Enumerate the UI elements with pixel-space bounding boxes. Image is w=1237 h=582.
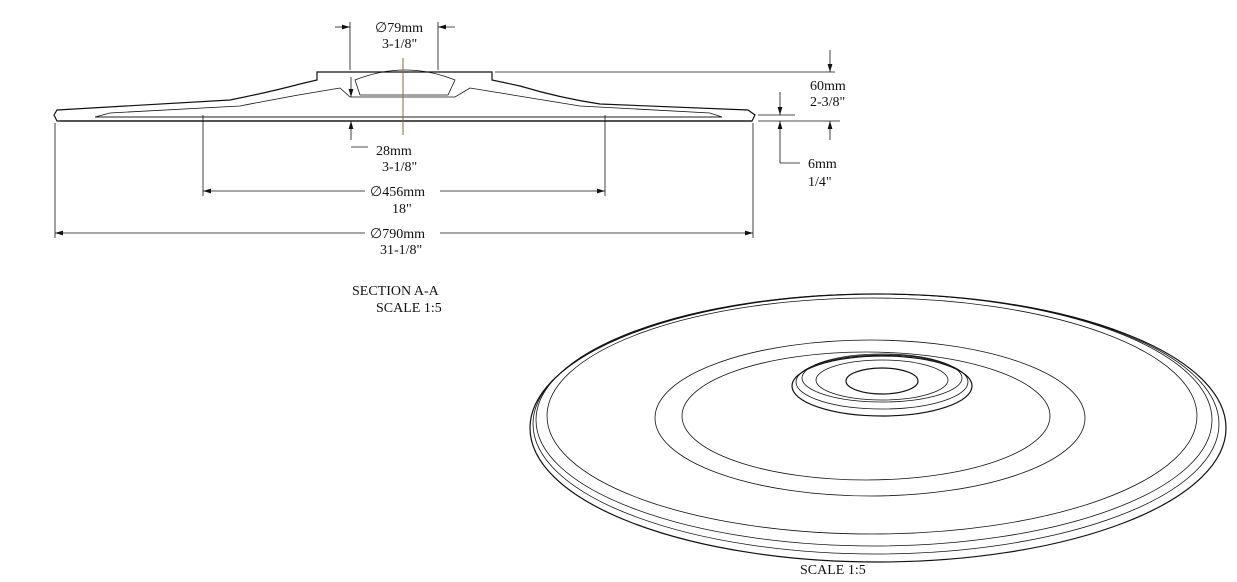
svg-text:31-1/8": 31-1/8" — [380, 243, 422, 258]
iso-scale: SCALE 1:5 — [800, 563, 866, 578]
svg-text:1/4": 1/4" — [808, 175, 832, 190]
svg-text:18": 18" — [392, 202, 412, 217]
svg-text:3-1/8": 3-1/8" — [382, 37, 417, 52]
dim-hub-diameter: ∅79mm 3-1/8" — [335, 21, 455, 70]
svg-text:∅790mm: ∅790mm — [370, 227, 425, 242]
svg-text:2-3/8": 2-3/8" — [810, 95, 845, 110]
isometric-view — [529, 293, 1227, 563]
svg-text:∅456mm: ∅456mm — [370, 185, 425, 200]
svg-text:6mm: 6mm — [808, 157, 837, 172]
dim-overall-height: 60mm 2-3/8" — [495, 50, 846, 140]
svg-text:28mm: 28mm — [376, 144, 412, 159]
dim-hub-depth: 28mm 3-1/8" — [348, 77, 417, 175]
dim-outer-diameter: ∅790mm 31-1/8" — [54, 123, 754, 258]
section-scale: SCALE 1:5 — [376, 301, 442, 316]
svg-text:∅79mm: ∅79mm — [375, 21, 423, 36]
dim-inner-diameter: ∅456mm 18" — [202, 115, 606, 217]
svg-text:60mm: 60mm — [810, 79, 846, 94]
svg-text:3-1/8": 3-1/8" — [382, 160, 417, 175]
dim-rim-thickness: 6mm 1/4" — [758, 92, 840, 190]
section-profile — [53, 69, 756, 122]
section-title: SECTION A-A — [352, 284, 440, 299]
